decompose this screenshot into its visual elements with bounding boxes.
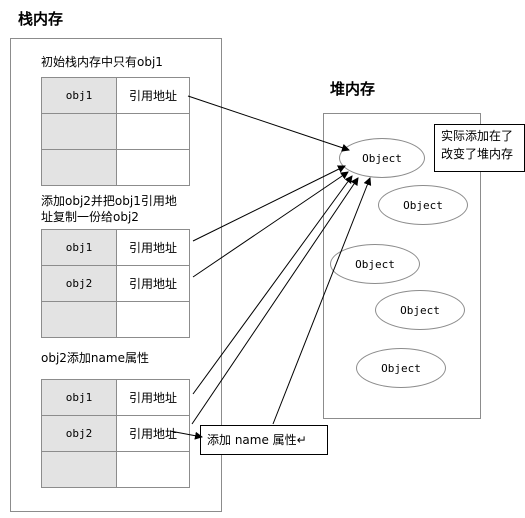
section-2-table: obj1 引用地址 obj2 引用地址 [41, 229, 190, 338]
heap-object: Object [356, 348, 446, 388]
var-cell: obj2 [41, 265, 117, 302]
add-name-note: 添加 name 属性↵ [200, 425, 328, 455]
ref-cell [116, 113, 190, 150]
section-1-caption: 初始栈内存中只有obj1 [41, 55, 163, 69]
table-row: obj1 引用地址 [41, 77, 190, 114]
ref-cell [116, 301, 190, 338]
heap-object-main: Object [339, 138, 425, 178]
section-2-caption: 添加obj2并把obj1引用地 址复制一份给obj2 [41, 193, 177, 225]
heap-change-note: 实际添加在了 改变了堆内存 [434, 124, 525, 172]
table-row: obj1 引用地址 [41, 229, 190, 266]
var-cell [41, 149, 117, 186]
arrow-s3-obj2 [191, 177, 359, 425]
table-row [41, 113, 190, 150]
section-2-caption-line-2: 址复制一份给obj2 [41, 210, 139, 224]
ref-cell [116, 451, 190, 488]
heap-object: Object [330, 244, 420, 284]
heap-title: 堆内存 [330, 80, 376, 98]
arrow-s2-obj1 [192, 165, 346, 242]
heap-note-line-2: 改变了堆内存 [441, 147, 514, 161]
arrow-s2-obj2 [192, 171, 349, 278]
var-cell [41, 113, 117, 150]
ref-cell: 引用地址 [116, 77, 190, 114]
ref-cell: 引用地址 [116, 415, 190, 452]
table-row [41, 149, 190, 186]
var-cell: obj1 [41, 229, 117, 266]
ref-cell: 引用地址 [116, 265, 190, 302]
heap-object: Object [378, 185, 468, 225]
section-3-table: obj1 引用地址 obj2 引用地址 [41, 379, 190, 488]
arrow-ref-to-note [169, 430, 203, 440]
stack-panel: 初始栈内存中只有obj1 obj1 引用地址 添加obj2并把obj1引用地 址… [10, 38, 222, 512]
ref-cell: 引用地址 [116, 229, 190, 266]
table-row [41, 451, 190, 488]
arrow-note-to-object [272, 177, 372, 425]
table-row: obj2 引用地址 [41, 265, 190, 302]
var-cell: obj1 [41, 379, 117, 416]
heap-object: Object [375, 290, 465, 330]
section-3-caption: obj2添加name属性 [41, 351, 149, 365]
arrow-s1-obj1 [187, 95, 350, 152]
arrow-s3-obj1 [192, 175, 353, 395]
table-row [41, 301, 190, 338]
heap-note-line-1: 实际添加在了 [441, 129, 514, 143]
section-1-table: obj1 引用地址 [41, 77, 190, 186]
var-cell [41, 451, 117, 488]
stack-title: 栈内存 [18, 10, 64, 28]
ref-cell [116, 149, 190, 186]
section-2-caption-line-1: 添加obj2并把obj1引用地 [41, 194, 177, 208]
var-cell [41, 301, 117, 338]
